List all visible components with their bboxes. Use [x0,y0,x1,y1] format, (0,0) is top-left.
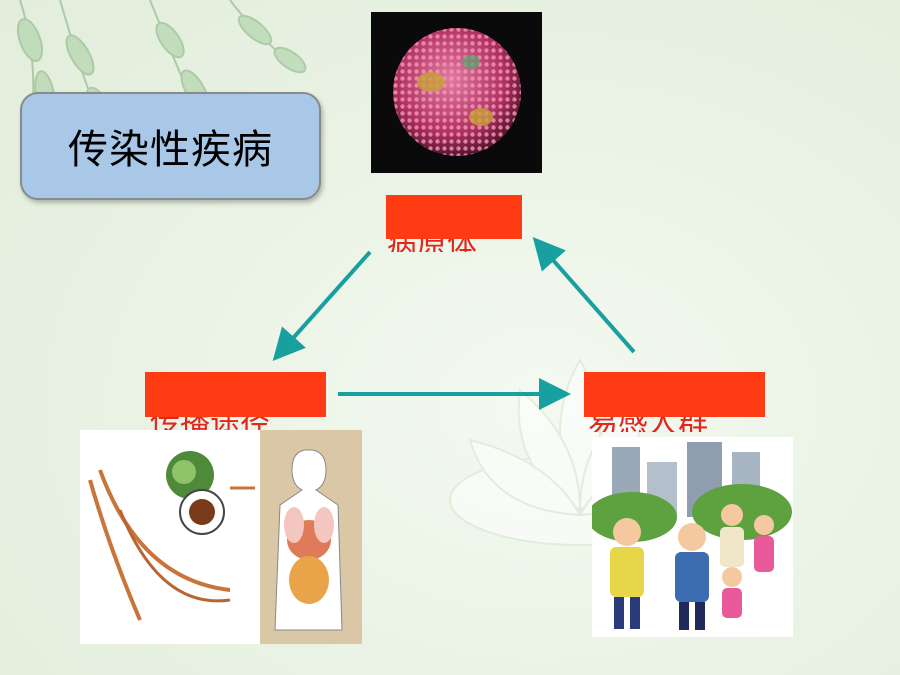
susceptible-population-illustration [587,442,792,630]
virus-image [371,12,542,173]
transmission-route-illustration [88,430,362,644]
route-image [80,430,362,644]
susceptible-label-bar [584,372,765,417]
route-label-bar [145,372,326,417]
slide-title: 传染性疾病 [68,127,273,173]
title-box: 传染性疾病 [20,92,321,200]
arrow-pathogen-to-route [272,250,372,361]
crowd-image [587,437,793,637]
pathogen-label-bar [386,195,522,239]
arrow-susceptible-to-pathogen [532,236,636,354]
virus-particle-illustration [393,28,521,156]
